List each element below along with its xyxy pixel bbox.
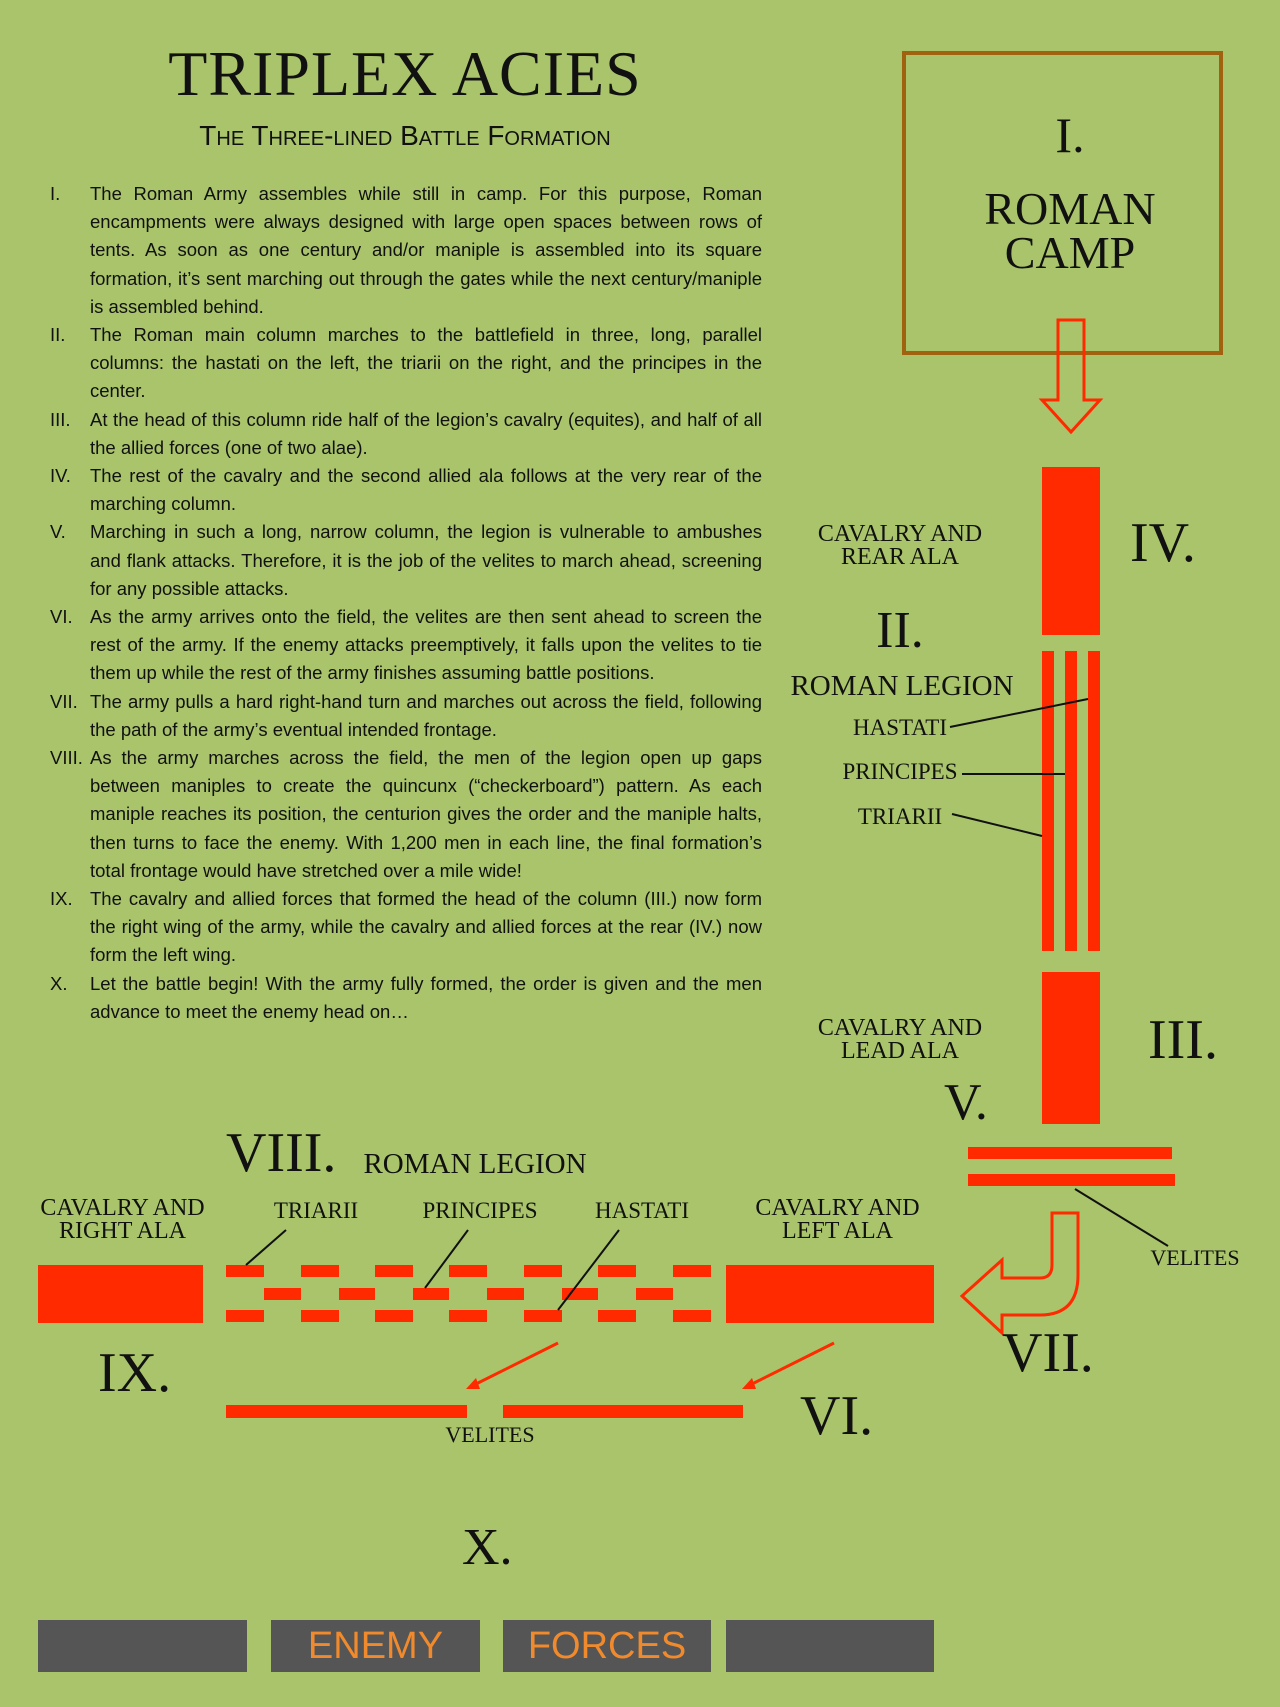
formation-numeral: VIII.: [226, 1122, 337, 1184]
velites-front-numeral: VI.: [800, 1385, 874, 1447]
step-number: VIII.: [50, 747, 83, 769]
step-item: VI. As the army arrives onto the field, t…: [46, 603, 762, 688]
step-text: As the army marches across the field, th…: [90, 747, 762, 881]
quincunx-formation: [226, 1265, 711, 1322]
page-title: TRIPLEX ACIES: [168, 38, 642, 109]
page-subtitle: The Three-lined Battle Formation: [199, 120, 611, 151]
step-item: II. The Roman main column marches to the …: [46, 321, 762, 406]
velites-leader-line: [1074, 1188, 1169, 1247]
step-text: The army pulls a hard right-hand turn an…: [90, 690, 762, 740]
camp-numeral: I.: [1055, 107, 1085, 163]
step-item: X. Let the battle begin! With the army fu…: [46, 970, 762, 1026]
step-number: VII.: [50, 690, 78, 712]
formation-hastati-label: HASTATI: [595, 1198, 689, 1223]
step-text: At the head of this column ride half of …: [90, 408, 762, 458]
left-wing-label-1: CAVALRY AND: [755, 1195, 920, 1221]
battle-numeral: X.: [462, 1519, 513, 1576]
arrowhead: [466, 1378, 480, 1389]
formation-principes-label: PRINCIPES: [422, 1198, 538, 1223]
lead-cavalry-label-2: LEAD ALA: [841, 1038, 959, 1064]
enemy-block-3: FORCES: [503, 1620, 711, 1672]
step-number: I.: [50, 183, 61, 204]
hastati-column: [1088, 651, 1100, 951]
rear-cavalry-block: [1042, 467, 1100, 635]
velites-advance-arrow-1: [469, 1341, 559, 1389]
step-item: VII. The army pulls a hard right-hand tur…: [46, 688, 762, 744]
step-item: III. At the head of this column ride half…: [46, 406, 762, 462]
triarii-column: [1042, 651, 1054, 951]
velites-front-line-right: [503, 1405, 743, 1418]
enemy-block-4: [726, 1620, 934, 1672]
step-text: The rest of the cavalry and the second a…: [90, 465, 762, 515]
step-text: Let the battle begin! With the army full…: [90, 972, 762, 1022]
formation-hastati-leader: [557, 1229, 620, 1311]
step-number: III.: [50, 408, 71, 430]
lead-cavalry-block: [1042, 972, 1100, 1124]
legion-column-numeral: II.: [876, 602, 924, 659]
left-wing-label-2: LEFT ALA: [782, 1218, 893, 1244]
right-wing-numeral: IX.: [98, 1342, 172, 1404]
step-text: As the army arrives onto the field, the …: [90, 606, 762, 684]
column-principes-label: PRINCIPES: [842, 759, 958, 784]
formation-triarii-leader: [245, 1229, 287, 1266]
camp-label-1: ROMAN: [984, 183, 1156, 234]
rear-cavalry-numeral: IV.: [1130, 512, 1196, 574]
step-item: IX. The cavalry and allied forces that fo…: [46, 885, 762, 970]
right-wing-label-2: RIGHT ALA: [59, 1218, 186, 1244]
step-number: IX.: [50, 888, 73, 910]
hastati-leader-line: [949, 698, 1089, 728]
arrowhead: [742, 1378, 756, 1389]
step-item: I. The Roman Army assembles while still i…: [46, 180, 762, 321]
lead-cavalry-label-1: CAVALRY AND: [817, 1015, 983, 1041]
step-item: IV. The rest of the cavalry and the secon…: [46, 462, 762, 518]
camp-label-2: CAMP: [1004, 227, 1136, 278]
step-number: VI.: [50, 606, 73, 628]
right-wing-cavalry: [38, 1265, 203, 1323]
column-hastati-label: HASTATI: [853, 715, 947, 740]
velites-column-line-1: [968, 1147, 1172, 1159]
rear-cavalry-label-2: REAR ALA: [840, 544, 959, 570]
step-number: IV.: [50, 465, 71, 487]
triarii-leader-line: [951, 813, 1043, 837]
velites-column-label: VELITES: [1150, 1245, 1240, 1270]
formation-triarii-label: TRIARII: [273, 1198, 359, 1223]
formation-legion-label: ROMAN LEGION: [363, 1148, 587, 1180]
velites-column-line-2: [968, 1174, 1175, 1186]
step-number: V.: [50, 521, 66, 543]
left-wing-cavalry: [726, 1265, 934, 1323]
column-triarii-label: TRIARII: [857, 804, 943, 829]
step-text: The cavalry and allied forces that forme…: [90, 888, 762, 966]
step-text: The Roman Army assembles while still in …: [90, 183, 762, 317]
principes-column: [1065, 651, 1077, 951]
step-item: V. Marching in such a long, narrow column…: [46, 518, 762, 603]
enemy-block-2: ENEMY: [271, 1620, 480, 1672]
formation-principes-leader: [424, 1229, 469, 1289]
right-wing-label-1: CAVALRY AND: [40, 1195, 205, 1221]
turn-right-arrow: [959, 1211, 1080, 1337]
step-number: II.: [50, 324, 66, 346]
step-item: VIII. As the army marches across the fiel…: [46, 744, 762, 885]
turn-numeral: VII.: [1002, 1322, 1094, 1384]
velites-column-numeral: V.: [944, 1074, 988, 1131]
velites-advance-arrow-2: [745, 1341, 835, 1389]
step-number: X.: [50, 972, 68, 994]
rear-cavalry-label-1: CAVALRY AND: [817, 521, 983, 547]
enemy-block-1: [38, 1620, 247, 1672]
roman-camp-box: [902, 51, 1223, 355]
steps-list: I. The Roman Army assembles while still i…: [46, 180, 762, 1026]
legion-column-label: ROMAN LEGION: [790, 670, 1014, 702]
step-text: The Roman main column marches to the bat…: [90, 324, 762, 402]
step-text: Marching in such a long, narrow column, …: [90, 521, 762, 599]
velites-front-line-left: [226, 1405, 467, 1418]
velites-front-label: VELITES: [445, 1422, 535, 1447]
lead-cavalry-numeral: III.: [1148, 1009, 1218, 1071]
march-out-arrow: [1038, 318, 1104, 435]
